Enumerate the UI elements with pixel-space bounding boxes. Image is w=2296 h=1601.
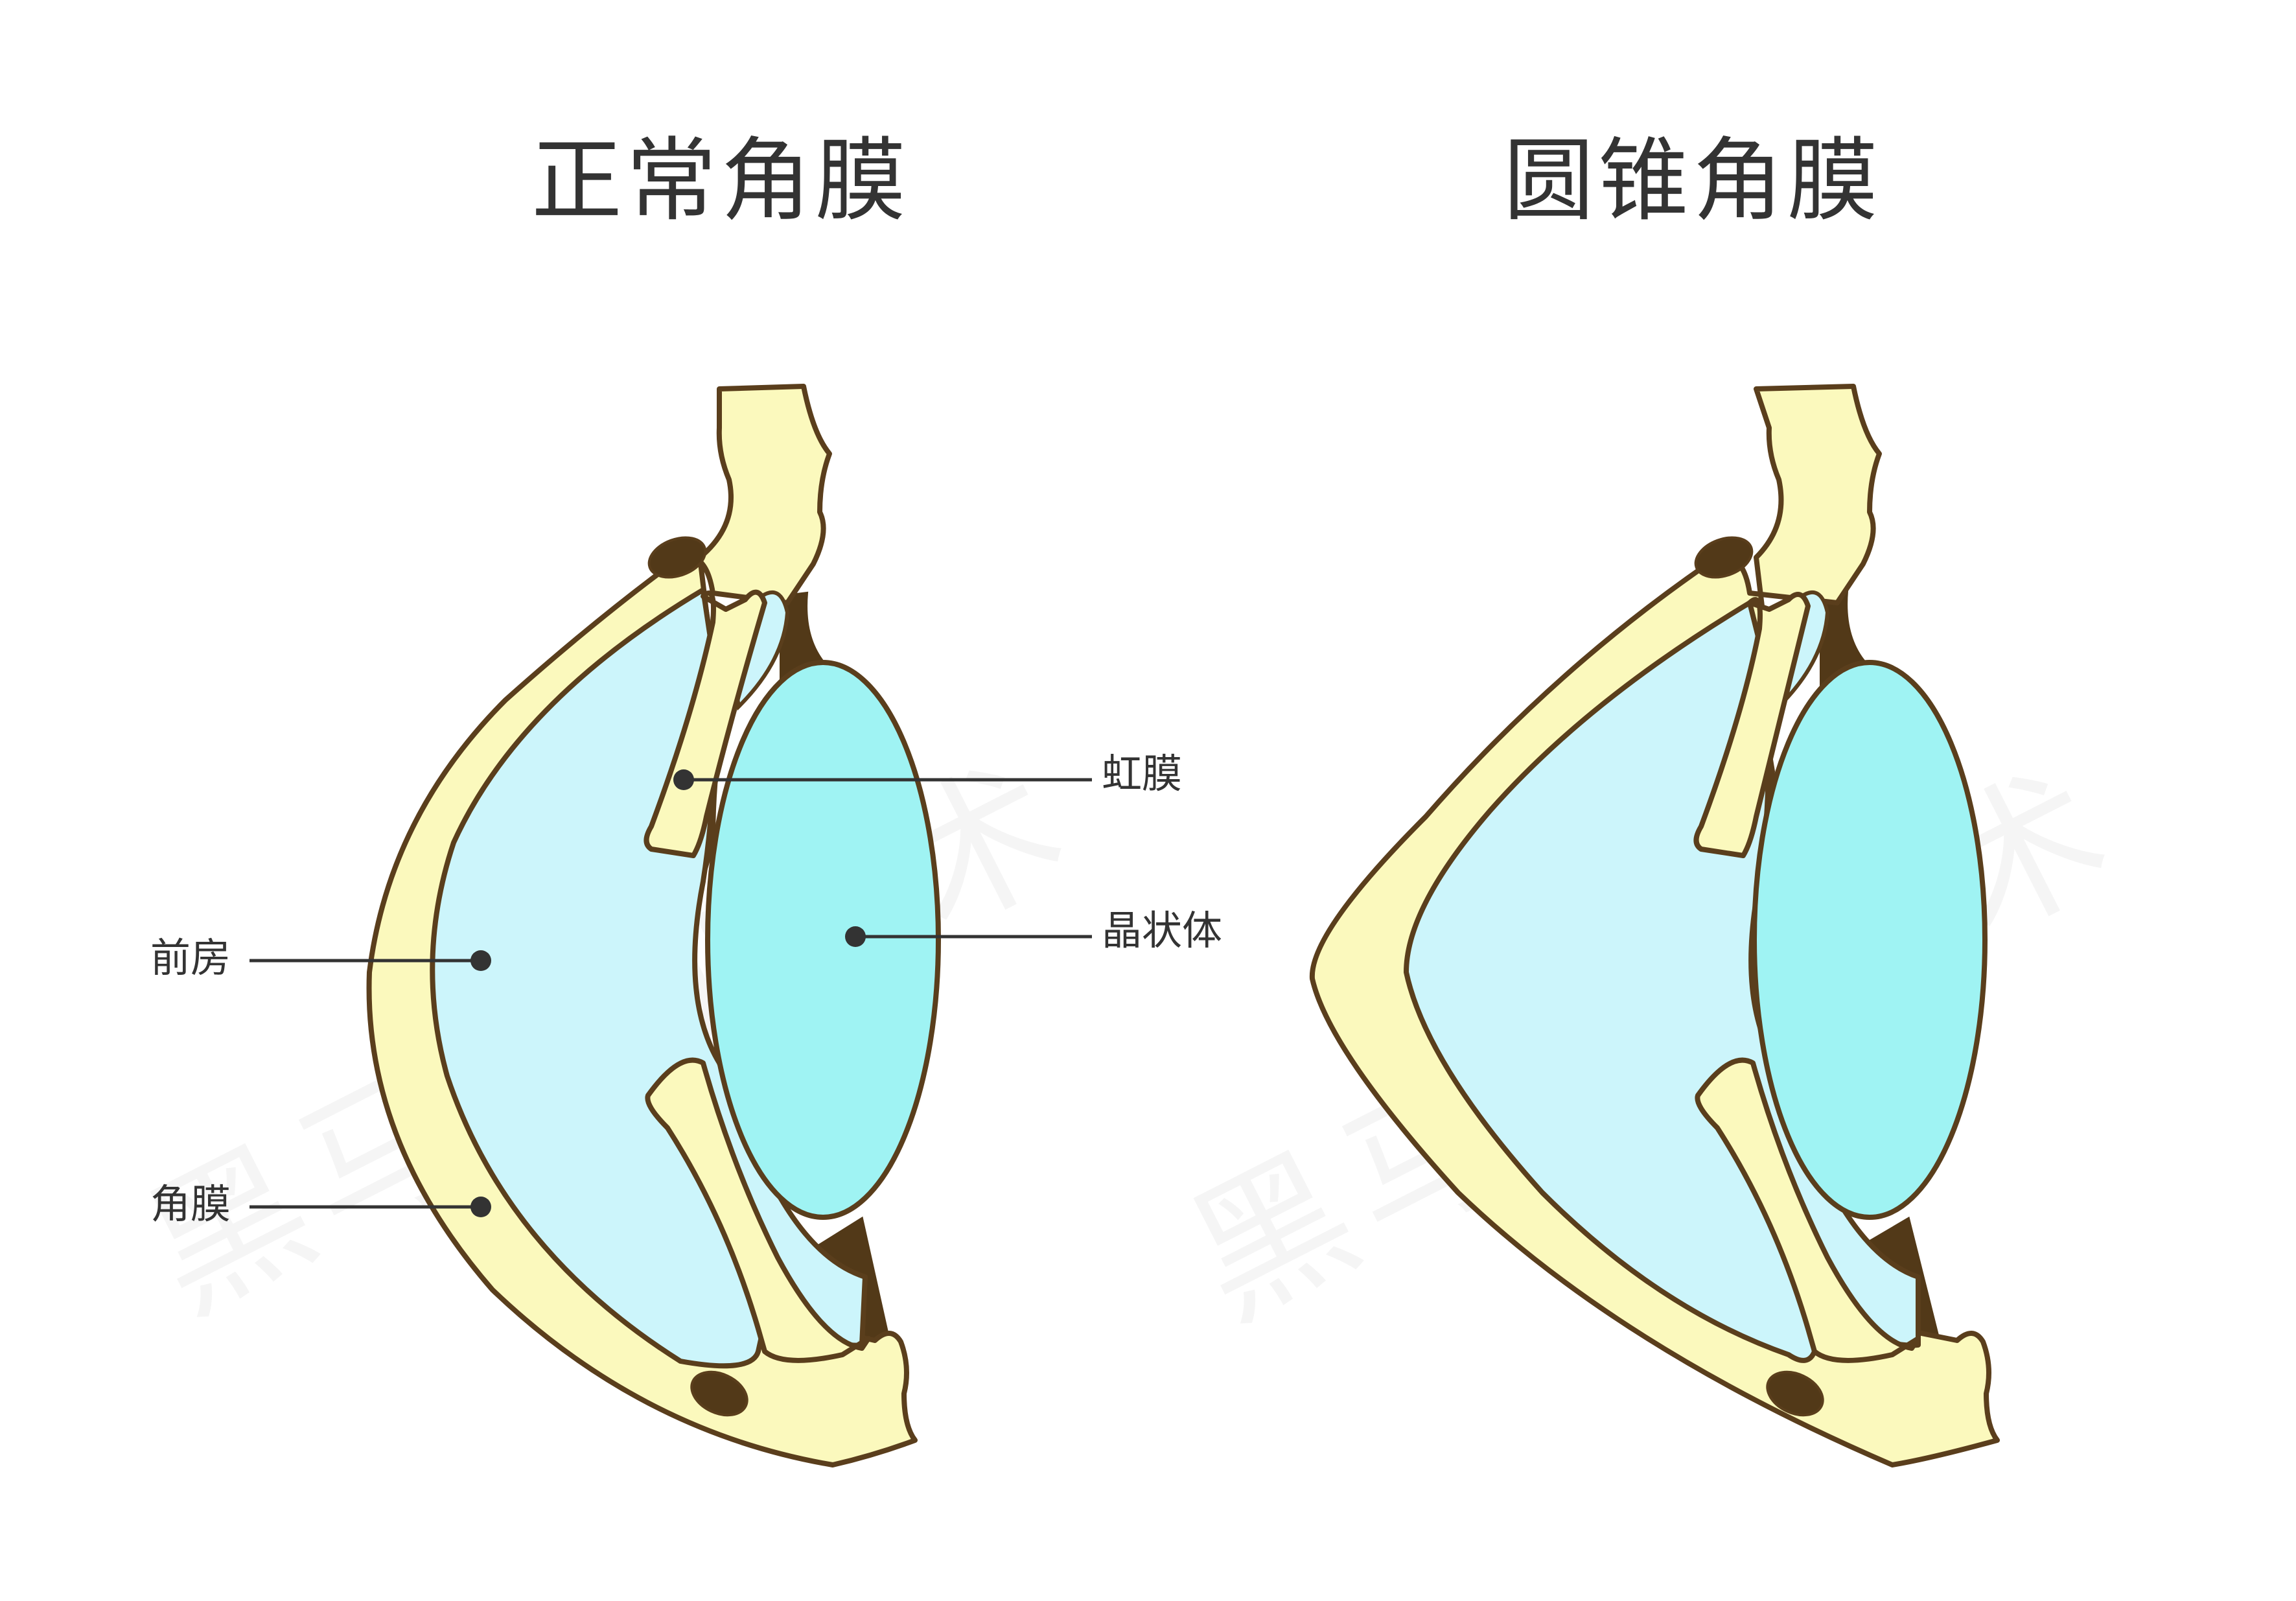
normal-eye [249, 384, 1092, 1467]
title-normal-cornea: 正常角膜 [531, 128, 910, 234]
label-anterior-chamber: 前房 [150, 934, 231, 981]
cornea-leader-dot [470, 1197, 491, 1217]
title-keratoconus: 圆锥角膜 [1503, 128, 1883, 234]
normal-lower-iris [645, 1057, 871, 1363]
keratoconus-lens [1752, 660, 1988, 1220]
chamber-leader-dot [470, 950, 491, 971]
label-iris: 虹膜 [1102, 750, 1183, 797]
label-lens: 晶状体 [1102, 907, 1223, 954]
normal-lens [705, 660, 941, 1220]
normal-lower-canal [690, 1370, 748, 1417]
iris-leader-dot [673, 769, 694, 790]
normal-upper-canal [647, 536, 707, 579]
keratoconus-lower-canal [1766, 1370, 1824, 1417]
normal-upper-iris [644, 589, 767, 858]
keratoconus-lower-iris [1695, 1057, 1921, 1363]
label-cornea: 角膜 [150, 1180, 231, 1228]
lens-leader-dot [845, 926, 866, 947]
keratoconus-upper-iris [1693, 592, 1811, 858]
normal-upper-chamber-wall [733, 590, 790, 711]
keratoconus-upper-canal [1694, 536, 1754, 579]
normal-leaders [249, 769, 1092, 1217]
keratoconus-eye [1309, 384, 2000, 1467]
